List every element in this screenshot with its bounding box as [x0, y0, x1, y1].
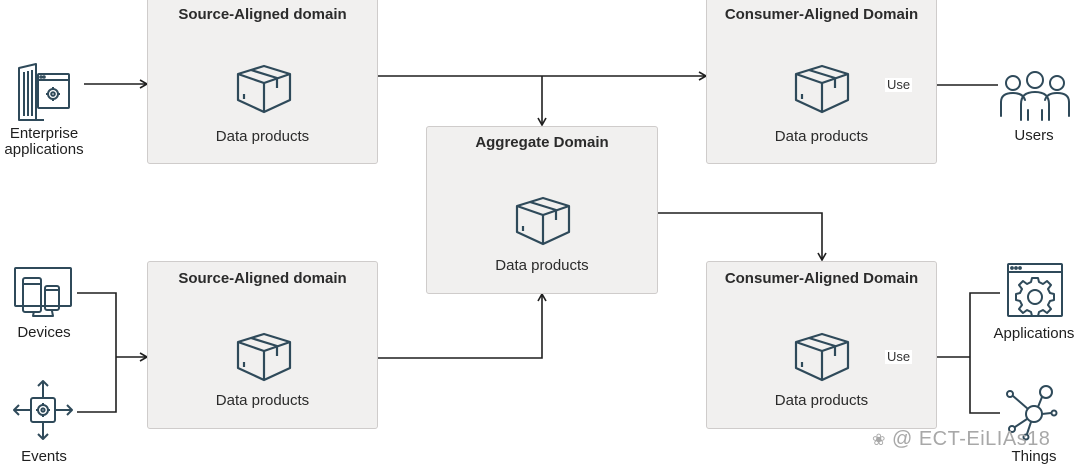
domain-title: Source-Aligned domain: [178, 6, 347, 23]
package-icon: [794, 332, 850, 382]
edge-apps-things-branch: [969, 292, 1000, 414]
domain-title: Source-Aligned domain: [178, 270, 347, 287]
things-network-icon: [1006, 385, 1058, 441]
package-icon: [236, 332, 292, 382]
devices-label: Devices: [17, 324, 71, 341]
watermark: ❀ @ ECT-EiLIAs18: [872, 428, 1051, 450]
users-label: Users: [1014, 127, 1054, 144]
applications-gear-icon: [1007, 263, 1063, 317]
package-icon: [794, 64, 850, 114]
edge-aggregate-to-consumer-bottom: [657, 212, 827, 262]
users-icon: [1000, 71, 1070, 121]
data-products-label: Data products: [215, 392, 310, 409]
things-label: Things: [1011, 448, 1057, 465]
enterprise-applications-label: Enterprise applications: [4, 125, 84, 158]
watermark-logo-icon: ❀: [872, 432, 886, 449]
events-icon: [13, 380, 73, 440]
domain-title: Consumer-Aligned Domain: [724, 270, 919, 287]
edge-source-bottom-to-aggregate: [300, 292, 547, 359]
edge-devices-branch: [77, 292, 117, 413]
enterprise-building-icon: [18, 63, 70, 121]
applications-label: Applications: [993, 325, 1075, 342]
package-icon: [515, 196, 571, 246]
source-aligned-domain-top: Source-Aligned domain Data products: [147, 0, 378, 164]
data-products-label: Data products: [215, 128, 310, 145]
events-label: Events: [21, 448, 67, 465]
domain-title: Consumer-Aligned Domain: [724, 6, 919, 23]
devices-icon: [14, 267, 72, 317]
package-icon: [236, 64, 292, 114]
aggregate-domain: Aggregate Domain Data products: [426, 126, 658, 294]
data-products-label: Data products: [774, 128, 869, 145]
source-aligned-domain-bottom: Source-Aligned domain Data products: [147, 261, 378, 429]
data-products-label: Data products: [774, 392, 869, 409]
domain-title: Aggregate Domain: [475, 134, 609, 151]
data-products-label: Data products: [495, 257, 589, 274]
consumer-aligned-domain-bottom: Consumer-Aligned Domain Data products: [706, 261, 937, 429]
use-label-bottom: Use: [885, 349, 913, 364]
use-label-top: Use: [885, 77, 913, 92]
